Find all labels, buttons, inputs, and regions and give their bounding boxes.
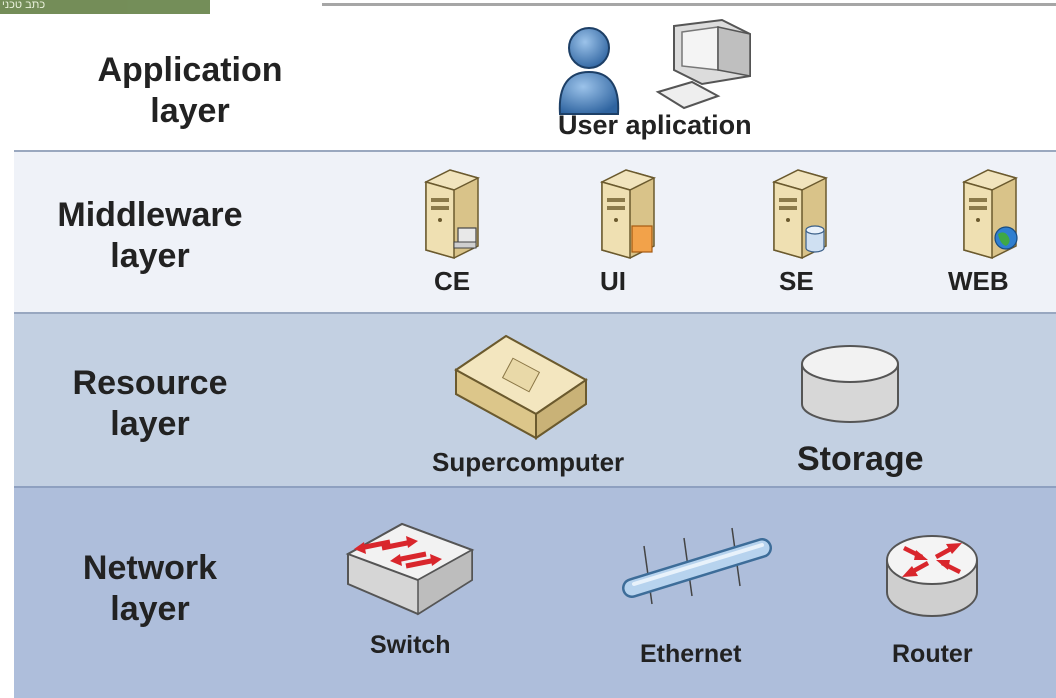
top-divider [322, 3, 1056, 6]
middleware-layer-label: Middleware layer [30, 195, 270, 277]
application-label-line1: Application [97, 51, 283, 89]
storage-label: Storage [797, 440, 924, 478]
application-label-line2: layer [150, 92, 230, 130]
corner-logo: כתב טכני [0, 0, 210, 14]
switch-label: Switch [370, 631, 451, 659]
middleware-label-line1: Middleware [57, 196, 243, 234]
resource-layer-label: Resource layer [30, 363, 270, 445]
middleware-web-label: WEB [948, 266, 1009, 296]
router-label: Router [892, 640, 973, 668]
middleware-label-line2: layer [110, 237, 190, 275]
corner-text: כתב טכני [2, 0, 46, 11]
server-ui-icon [599, 169, 657, 259]
middleware-ce-label: CE [434, 266, 471, 296]
middleware-band [14, 150, 1056, 312]
router-icon [886, 535, 978, 617]
user-application-label: User aplication [558, 110, 752, 140]
ethernet-label: Ethernet [640, 640, 742, 668]
network-layer-label: Network layer [30, 548, 270, 630]
server-ce-icon [423, 169, 481, 259]
server-se-icon [771, 169, 829, 259]
network-label-line1: Network [82, 549, 218, 587]
application-layer-label: Application layer [70, 50, 310, 132]
computer-monitor-icon [655, 18, 751, 110]
middleware-se-label: SE [779, 266, 814, 296]
middleware-ui-label: UI [600, 266, 626, 296]
network-band [14, 486, 1056, 698]
network-label-line2: layer [110, 590, 190, 628]
user-icon [558, 27, 620, 115]
ethernet-cable-icon [622, 527, 772, 605]
resource-label-line1: Resource [72, 364, 228, 402]
server-web-icon [961, 169, 1019, 259]
switch-icon [345, 522, 475, 616]
supercomputer-label: Supercomputer [432, 447, 625, 477]
storage-icon [801, 345, 899, 423]
supercomputer-icon [454, 334, 588, 440]
resource-label-line2: layer [110, 405, 190, 443]
